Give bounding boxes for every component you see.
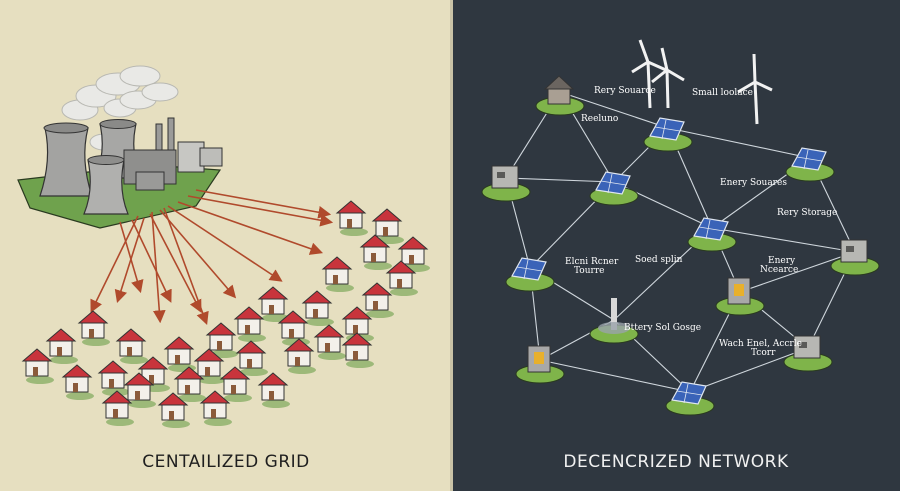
network-node-solar: [589, 171, 639, 206]
network-node-battery: [515, 345, 565, 384]
network-node-solar: [505, 257, 555, 292]
house: [123, 372, 156, 408]
power-plant: [17, 65, 223, 229]
network-node-building: [481, 165, 531, 202]
wind-turbines: [631, 39, 773, 125]
label-battery-storage: Bttery Sol Gosge: [624, 323, 701, 333]
house: [235, 340, 268, 376]
house: [301, 290, 334, 326]
house: [257, 372, 290, 408]
network-link: [539, 359, 691, 393]
panel-divider: [450, 0, 453, 491]
house: [233, 306, 266, 342]
network-nodes: [481, 75, 880, 416]
house: [219, 366, 252, 402]
label-residence: Reeluno: [581, 114, 618, 124]
label-home-unit-sub: Tourre: [574, 266, 604, 276]
network-node-solar: [643, 117, 693, 152]
label-solar-split: Soed splin: [635, 255, 683, 265]
house: [359, 234, 392, 270]
house: [313, 324, 346, 360]
house: [321, 256, 354, 292]
left-panel-caption: CENTAILIZED GRID: [142, 452, 310, 472]
house: [335, 200, 368, 236]
house: [101, 390, 134, 426]
right-panel-caption: DECENCRIZED NETWORK: [563, 452, 789, 472]
house-cluster: [21, 200, 430, 428]
network-node-solar: [687, 217, 737, 252]
network-labels: Rery Souarce Small loolace Reeluno Enery…: [565, 86, 837, 358]
label-watch-energy-sub: Tcorr: [751, 348, 776, 358]
network-node-building: [783, 335, 833, 372]
house: [385, 260, 418, 296]
label-home-unit: Elcni Rcner: [565, 257, 619, 267]
network-link: [711, 227, 856, 253]
label-watch-energy: Wach Enel, Accrle: [719, 339, 802, 349]
label-energy-source: Rery Souarce: [594, 86, 656, 96]
network-node-building: [830, 239, 880, 276]
house: [45, 328, 78, 364]
network-link: [739, 251, 856, 293]
house: [173, 366, 206, 402]
house: [163, 336, 196, 372]
house: [199, 390, 232, 426]
network-node-solar: [785, 147, 835, 182]
house: [77, 310, 110, 346]
house: [115, 328, 148, 364]
house: [193, 348, 226, 384]
house: [283, 338, 316, 374]
network-node-battery: [715, 277, 765, 316]
house: [61, 364, 94, 400]
network-node-solar: [665, 381, 715, 416]
house: [205, 322, 238, 358]
house: [361, 282, 394, 318]
network-link: [559, 91, 669, 129]
network-node-house: [535, 75, 585, 116]
label-energy-node-sub: Ncearce: [760, 265, 798, 275]
label-energy-node: Enery: [768, 256, 796, 266]
house: [157, 392, 190, 428]
distribution-arrows: [90, 189, 334, 326]
network-link: [667, 127, 811, 159]
network-link: [689, 347, 809, 393]
house: [341, 332, 374, 368]
house: [21, 348, 54, 384]
network-link: [505, 177, 615, 183]
label-small-house: Small loolace: [692, 88, 753, 98]
label-energy-sources: Enery Souares: [720, 178, 787, 188]
label-energy-storage: Rery Storage: [777, 208, 837, 218]
network-node-tower: [589, 298, 639, 344]
